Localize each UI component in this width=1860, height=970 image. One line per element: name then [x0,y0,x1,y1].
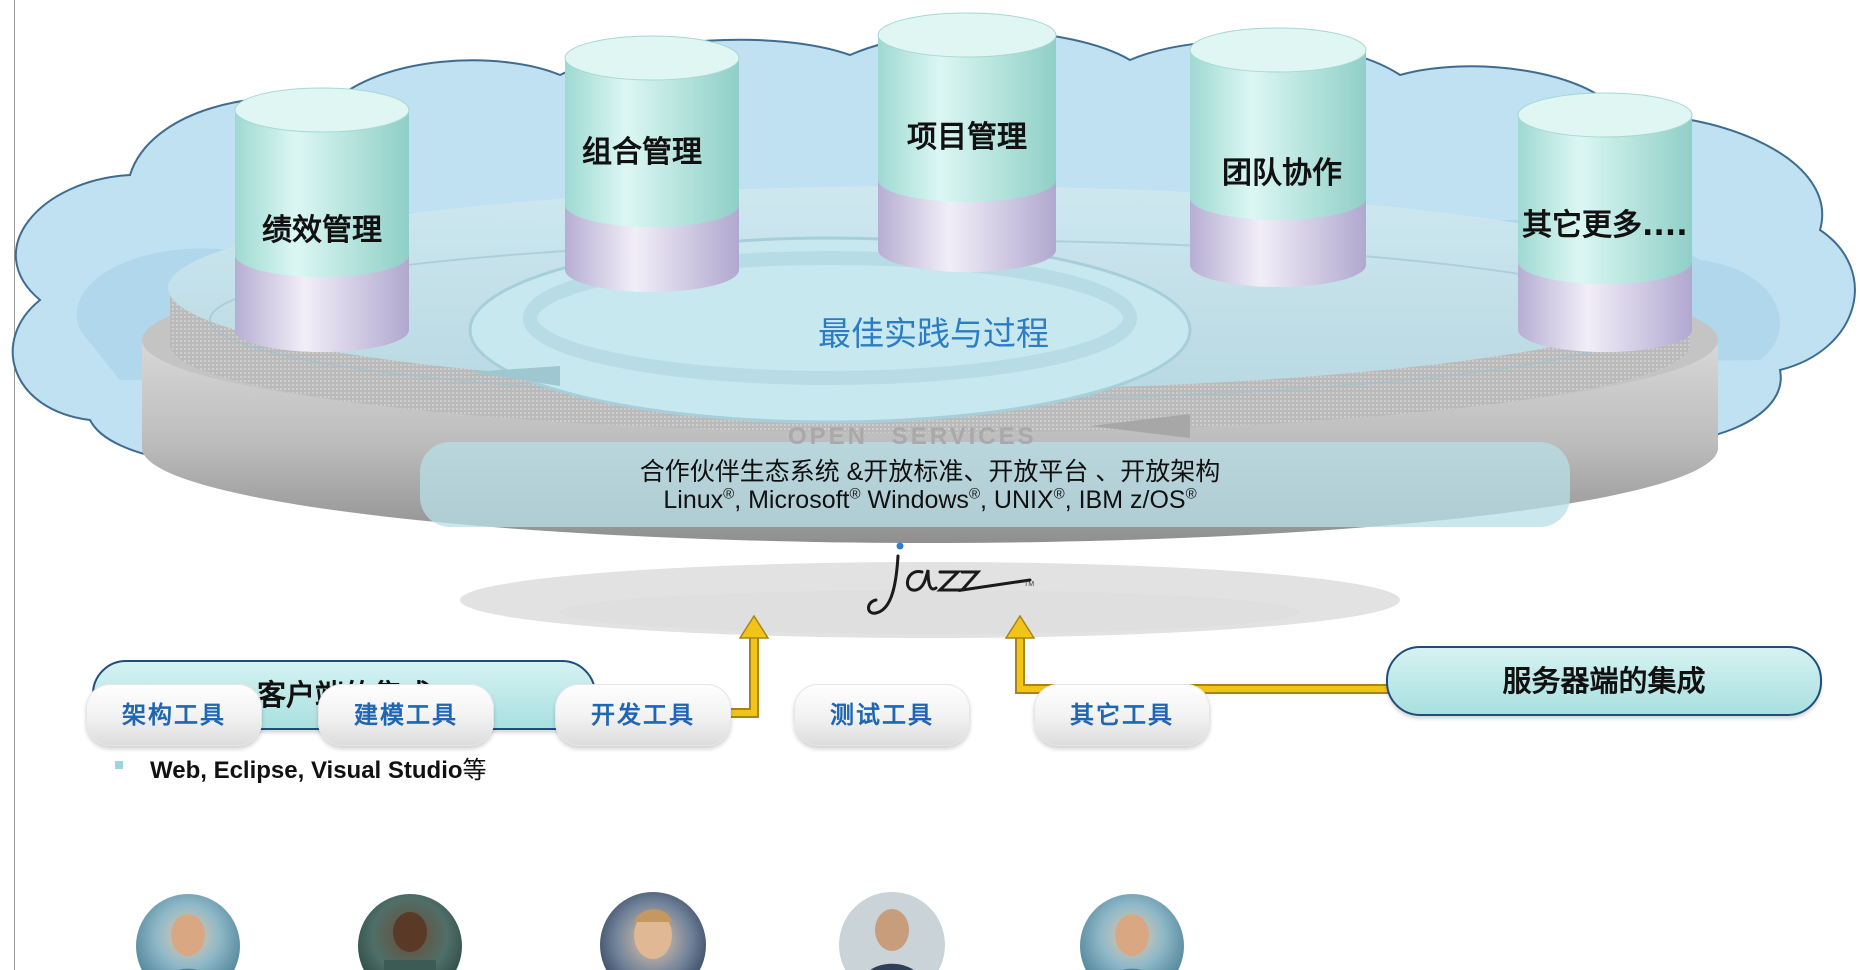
svg-text:TM: TM [1024,581,1034,588]
architecture-tools-button[interactable]: 架构工具 [86,684,262,746]
jazz-logo: TM [867,542,1034,615]
bullet-marker [115,761,123,769]
module-label-performance: 绩效管理 [262,213,382,248]
cylinder-portfolio [564,35,740,292]
other-tools-button[interactable]: 其它工具 [1034,684,1210,746]
development-tools-button[interactable]: 开发工具 [555,684,731,746]
avatar-modeler [358,894,462,970]
module-label-team: 团队协作 [1222,156,1342,191]
testing-tools-button[interactable]: 测试工具 [794,684,970,746]
client-tools-bullet: Web, Eclipse, Visual Studio等 [150,757,487,784]
modeling-tools-button[interactable]: 建模工具 [318,684,494,746]
module-label-more: 其它更多.... [1522,208,1688,243]
cylinder-performance [234,87,410,352]
server-integration-arrow [1004,614,1388,694]
module-label-portfolio: 组合管理 [582,135,702,170]
practice-process-title: 最佳实践与过程 [818,314,1049,353]
server-integration-pill: 服务器端的集成 [1386,646,1822,716]
left-border-line [14,0,15,970]
avatar-developer [600,892,706,970]
cylinder-more [1517,92,1693,352]
cylinder-project [877,12,1057,272]
avatar-other [1080,894,1184,970]
module-label-project: 项目管理 [907,120,1027,155]
platform-disc [142,186,1718,638]
avatar-architect [136,894,240,970]
open-services-label: OPEN SERVICES [788,423,1037,450]
avatar-tester [839,892,945,970]
cylinder-team [1189,27,1367,287]
ecosystem-line: 合作伙伴生态系统 &开放标准、开放平台 、开放架构 [639,458,1221,486]
os-support-line: Linux®, Microsoft® Windows®, UNIX®, IBM … [663,485,1197,514]
